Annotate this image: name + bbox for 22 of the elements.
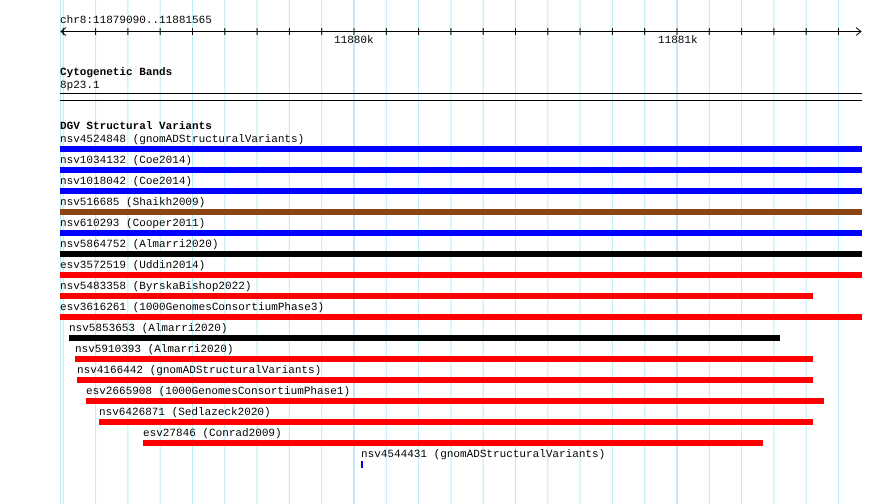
variant-label: nsv5483358 (ByrskaBishop2022) [60,281,252,293]
variant-label: esv2665908 (1000GenomesConsortiumPhase1) [86,386,350,398]
variant-label: nsv4166442 (gnomADStructuralVariants) [77,365,322,377]
variant-label: nsv1034132 (Coe2014) [60,155,192,167]
variant-label: nsv4524848 (gnomADStructuralVariants) [60,134,304,146]
variant-label: esv27846 (Conrad2009) [143,428,282,440]
variant-label: nsv4544431 (gnomADStructuralVariants) [361,449,606,461]
variant-label: nsv610293 (Cooper2011) [60,218,206,230]
variant-label: nsv1018042 (Coe2014) [60,176,192,188]
track-title: Cytogenetic Bands [60,67,172,79]
variant-label: nsv6426871 (Sedlazeck2020) [99,407,271,419]
variant-label: nsv5864752 (Almarri2020) [60,239,218,251]
variant-label: nsv516685 (Shaikh2009) [60,197,206,209]
variant-label: esv3572519 (Uddin2014) [60,260,206,272]
variant-label: nsv5910393 (Almarri2020) [75,344,234,356]
scale-tick-label: 11880k [334,35,374,47]
scale-tick-label: 11881k [658,35,698,47]
band-name: 8p23.1 [60,80,100,92]
track-title: DGV Structural Variants [60,121,212,133]
coordinate-label: chr8:11879090..11881565 [60,15,212,27]
variant-label: nsv5853653 (Almarri2020) [69,323,228,335]
variant-label: esv3616261 (1000GenomesConsortiumPhase3) [60,302,324,314]
